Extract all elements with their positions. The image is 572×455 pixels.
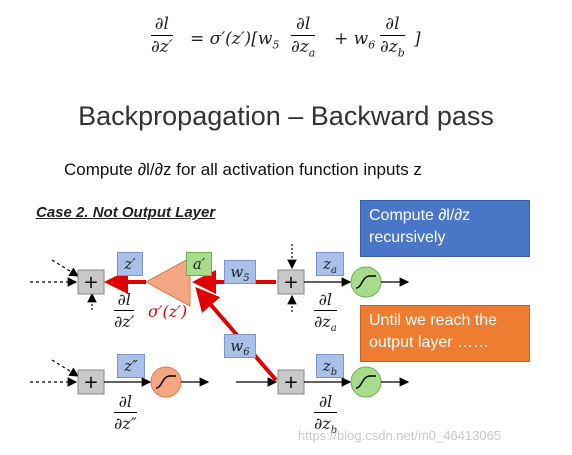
sigmoid-icon bbox=[350, 366, 382, 398]
plus-symbol: + bbox=[83, 272, 98, 293]
formula-close: ] bbox=[414, 29, 421, 49]
fraction-z-b: ∂l ∂zb bbox=[314, 392, 338, 437]
dashed-input-arrow bbox=[51, 259, 80, 277]
watermark: https://blog.csdn.net/m0_46413065 bbox=[298, 428, 502, 443]
label-w6: w6 bbox=[224, 334, 256, 358]
plus-icon bbox=[277, 269, 305, 295]
sigma-prime-label: σ′(z′) bbox=[148, 302, 188, 321]
fraction-z-prime: ∂l∂z′ bbox=[114, 290, 135, 332]
label-z-a: za bbox=[316, 252, 344, 276]
label-w5: w5 bbox=[224, 260, 256, 284]
plus-symbol: + bbox=[283, 372, 298, 393]
callout-output-layer: Until we reach the output layer …… bbox=[360, 305, 530, 362]
callout-recursive: Compute ∂l/∂z recursively bbox=[360, 200, 530, 257]
plus-icon bbox=[77, 269, 105, 295]
label-a-prime: a′ bbox=[186, 252, 212, 276]
formula-mid: = σ′(z′)[w5 bbox=[190, 29, 280, 52]
dashed-input-arrow bbox=[51, 359, 80, 377]
fraction-z-a: ∂l ∂za bbox=[314, 290, 337, 335]
label-z-prime: z′ bbox=[117, 252, 143, 276]
formula-term2: ∂l ∂zb bbox=[380, 14, 405, 60]
formula-plus: + w6 bbox=[334, 29, 376, 52]
triangle-activation-icon bbox=[144, 257, 191, 307]
formula-lhs: ∂l ∂z′ bbox=[151, 14, 173, 57]
label-z-b: zb bbox=[316, 354, 344, 378]
label-z-dprime: z″ bbox=[117, 354, 145, 378]
plus-icon bbox=[277, 369, 305, 395]
formula-lhs-num: ∂l bbox=[154, 14, 169, 34]
plus-icon bbox=[77, 369, 105, 395]
formula-lhs-den: ∂z′ bbox=[151, 37, 173, 58]
plus-symbol: + bbox=[83, 372, 98, 393]
plus-symbol: + bbox=[283, 272, 298, 293]
subtitle: Compute ∂l/∂z for all activation functio… bbox=[64, 160, 422, 179]
formula-term1: ∂l ∂za bbox=[291, 14, 316, 60]
sigmoid-icon bbox=[350, 266, 382, 298]
fraction-z-dprime: ∂l∂z″ bbox=[114, 392, 137, 434]
page-title: Backpropagation – Backward pass bbox=[78, 101, 494, 131]
case-title: Case 2. Not Output Layer bbox=[36, 204, 216, 221]
sigmoid-icon bbox=[150, 366, 182, 398]
